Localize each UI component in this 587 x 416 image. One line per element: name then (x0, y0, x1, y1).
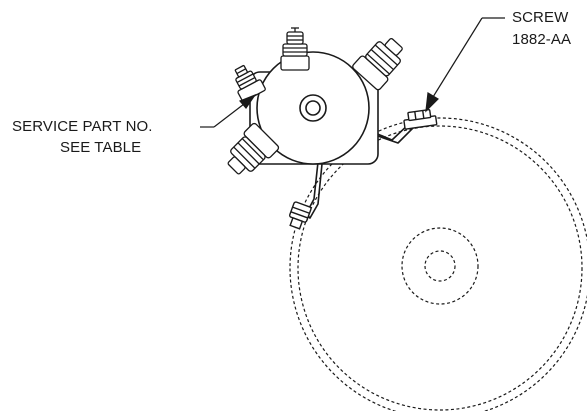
solenoid-cap-inner (305, 100, 321, 116)
terminal-large-lower-left (227, 122, 280, 175)
service-part-label-line2: SEE TABLE (60, 139, 142, 156)
leader-screw (425, 17, 505, 113)
screw-label-line2: 1882-AA (512, 31, 572, 48)
arrowhead-screw (425, 92, 439, 113)
motor-shaft-center (424, 250, 456, 282)
terminal-large-upper-right (352, 37, 403, 91)
leader-service-part (200, 93, 257, 128)
service-part-label-line1: SERVICE PART NO. (12, 118, 153, 135)
motor-housing-outline (289, 117, 587, 416)
motor-housing-inner (297, 125, 583, 411)
motor-housing-outer (289, 117, 587, 416)
solenoid-body (249, 51, 379, 165)
arrowhead-service-part (238, 93, 257, 109)
screw-1882-aa (403, 108, 438, 130)
terminal-top (280, 27, 310, 71)
bracket-screw-left (289, 201, 312, 230)
screw-label-line1: SCREW (512, 9, 569, 26)
motor-shaft-ring (401, 227, 479, 305)
